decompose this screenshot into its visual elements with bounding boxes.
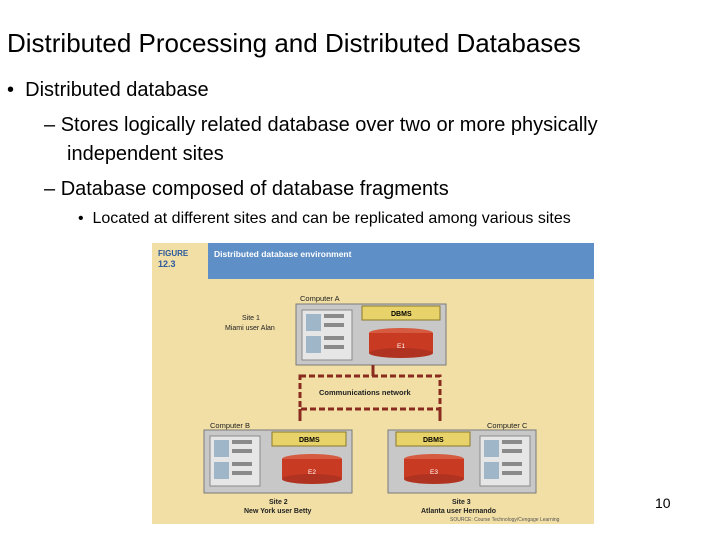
network-label-bg xyxy=(315,386,427,399)
figure-caption: Distributed database environment xyxy=(214,249,352,259)
computer-c-line-icon xyxy=(502,462,522,466)
db-e3-body xyxy=(404,459,464,479)
computer-a-group: Computer A DBMS E1 xyxy=(295,294,447,366)
computer-c-line-icon xyxy=(502,471,522,475)
sub-bullet-text: Database composed of database fragments xyxy=(60,178,449,200)
dbms-c-box xyxy=(395,431,471,447)
computer-a-line-icon xyxy=(324,336,344,340)
dash-marker: – xyxy=(44,114,56,136)
computer-b-group: Computer B DBMS E2 xyxy=(203,421,353,494)
db-e1-label: E1 xyxy=(397,343,405,350)
site1-user: Miami user Alan xyxy=(225,325,275,332)
dbms-c-label: DBMS xyxy=(423,437,444,444)
sub-bullet-stores-cont: independent sites xyxy=(67,143,224,165)
computer-c-screen-icon xyxy=(484,462,499,479)
computer-a-label: Computer A xyxy=(300,294,340,303)
computer-b-line-icon xyxy=(232,471,252,475)
computer-c-group: Computer C DBMS E3 xyxy=(387,421,537,494)
dbms-b-box xyxy=(271,431,347,447)
network-label: Communications network xyxy=(319,388,412,397)
computer-a-screen-icon xyxy=(306,314,321,331)
computer-b-label: Computer B xyxy=(210,421,250,430)
computer-b-line-icon xyxy=(232,449,252,453)
site2-user: New York user Betty xyxy=(244,508,312,515)
computer-b-line-icon xyxy=(232,440,252,444)
bullet-text: Distributed database xyxy=(25,79,209,101)
db-e1-body xyxy=(369,333,433,353)
figure-header-bar xyxy=(208,243,594,279)
bullet-distributed-database: • Distributed database xyxy=(7,79,209,102)
computer-b-line-icon xyxy=(232,462,252,466)
figure-source: SOURCE: Course Technology/Cengage Learni… xyxy=(450,517,560,523)
computer-b-screen-icon xyxy=(214,440,229,457)
computer-c-line-icon xyxy=(502,440,522,444)
computer-a-line-icon xyxy=(324,323,344,327)
bullet-dot: • xyxy=(78,210,84,227)
sub-sub-bullet-located: • Located at different sites and can be … xyxy=(78,210,571,228)
sub-bullet-fragments: – Database composed of database fragment… xyxy=(44,178,449,201)
dash-marker: – xyxy=(44,178,56,200)
bullet-dot: • xyxy=(7,79,15,101)
site1-label: Site 1 xyxy=(242,315,260,322)
dbms-a-box xyxy=(361,305,441,321)
db-e3-bottom xyxy=(404,474,464,484)
page-number: 10 xyxy=(655,495,671,511)
computer-c-line-icon xyxy=(502,449,522,453)
computer-c-label: Computer C xyxy=(487,421,528,430)
dbms-a-label: DBMS xyxy=(391,311,412,318)
network-loop xyxy=(298,374,442,411)
figure-label-box xyxy=(152,243,206,279)
sub-bullet-stores: – Stores logically related database over… xyxy=(44,114,598,137)
slide-title: Distributed Processing and Distributed D… xyxy=(7,28,581,58)
dbms-b-label: DBMS xyxy=(299,437,320,444)
db-e2-body xyxy=(282,459,342,479)
computer-b-screen-icon xyxy=(214,462,229,479)
db-e2-bottom xyxy=(282,474,342,484)
db-e2-label: E2 xyxy=(308,469,316,476)
communications-network: Communications network xyxy=(298,365,442,421)
distributed-database-figure: FIGURE 12.3 Distributed database environ… xyxy=(152,243,594,524)
figure-number: 12.3 xyxy=(158,259,176,269)
sub-sub-bullet-text: Located at different sites and can be re… xyxy=(92,210,571,227)
site3-label: Site 3 xyxy=(452,499,471,506)
computer-a-screen-icon xyxy=(306,336,321,353)
site2-label: Site 2 xyxy=(269,499,288,506)
figure-label: FIGURE xyxy=(158,249,189,258)
computer-a-line-icon xyxy=(324,345,344,349)
computer-a-line-icon xyxy=(324,314,344,318)
db-e1-bottom xyxy=(369,348,433,358)
computer-c-screen-icon xyxy=(484,440,499,457)
db-e3-label: E3 xyxy=(430,469,438,476)
sub-bullet-text: Stores logically related database over t… xyxy=(60,114,598,136)
site3-user: Atlanta user Hernando xyxy=(421,508,496,515)
